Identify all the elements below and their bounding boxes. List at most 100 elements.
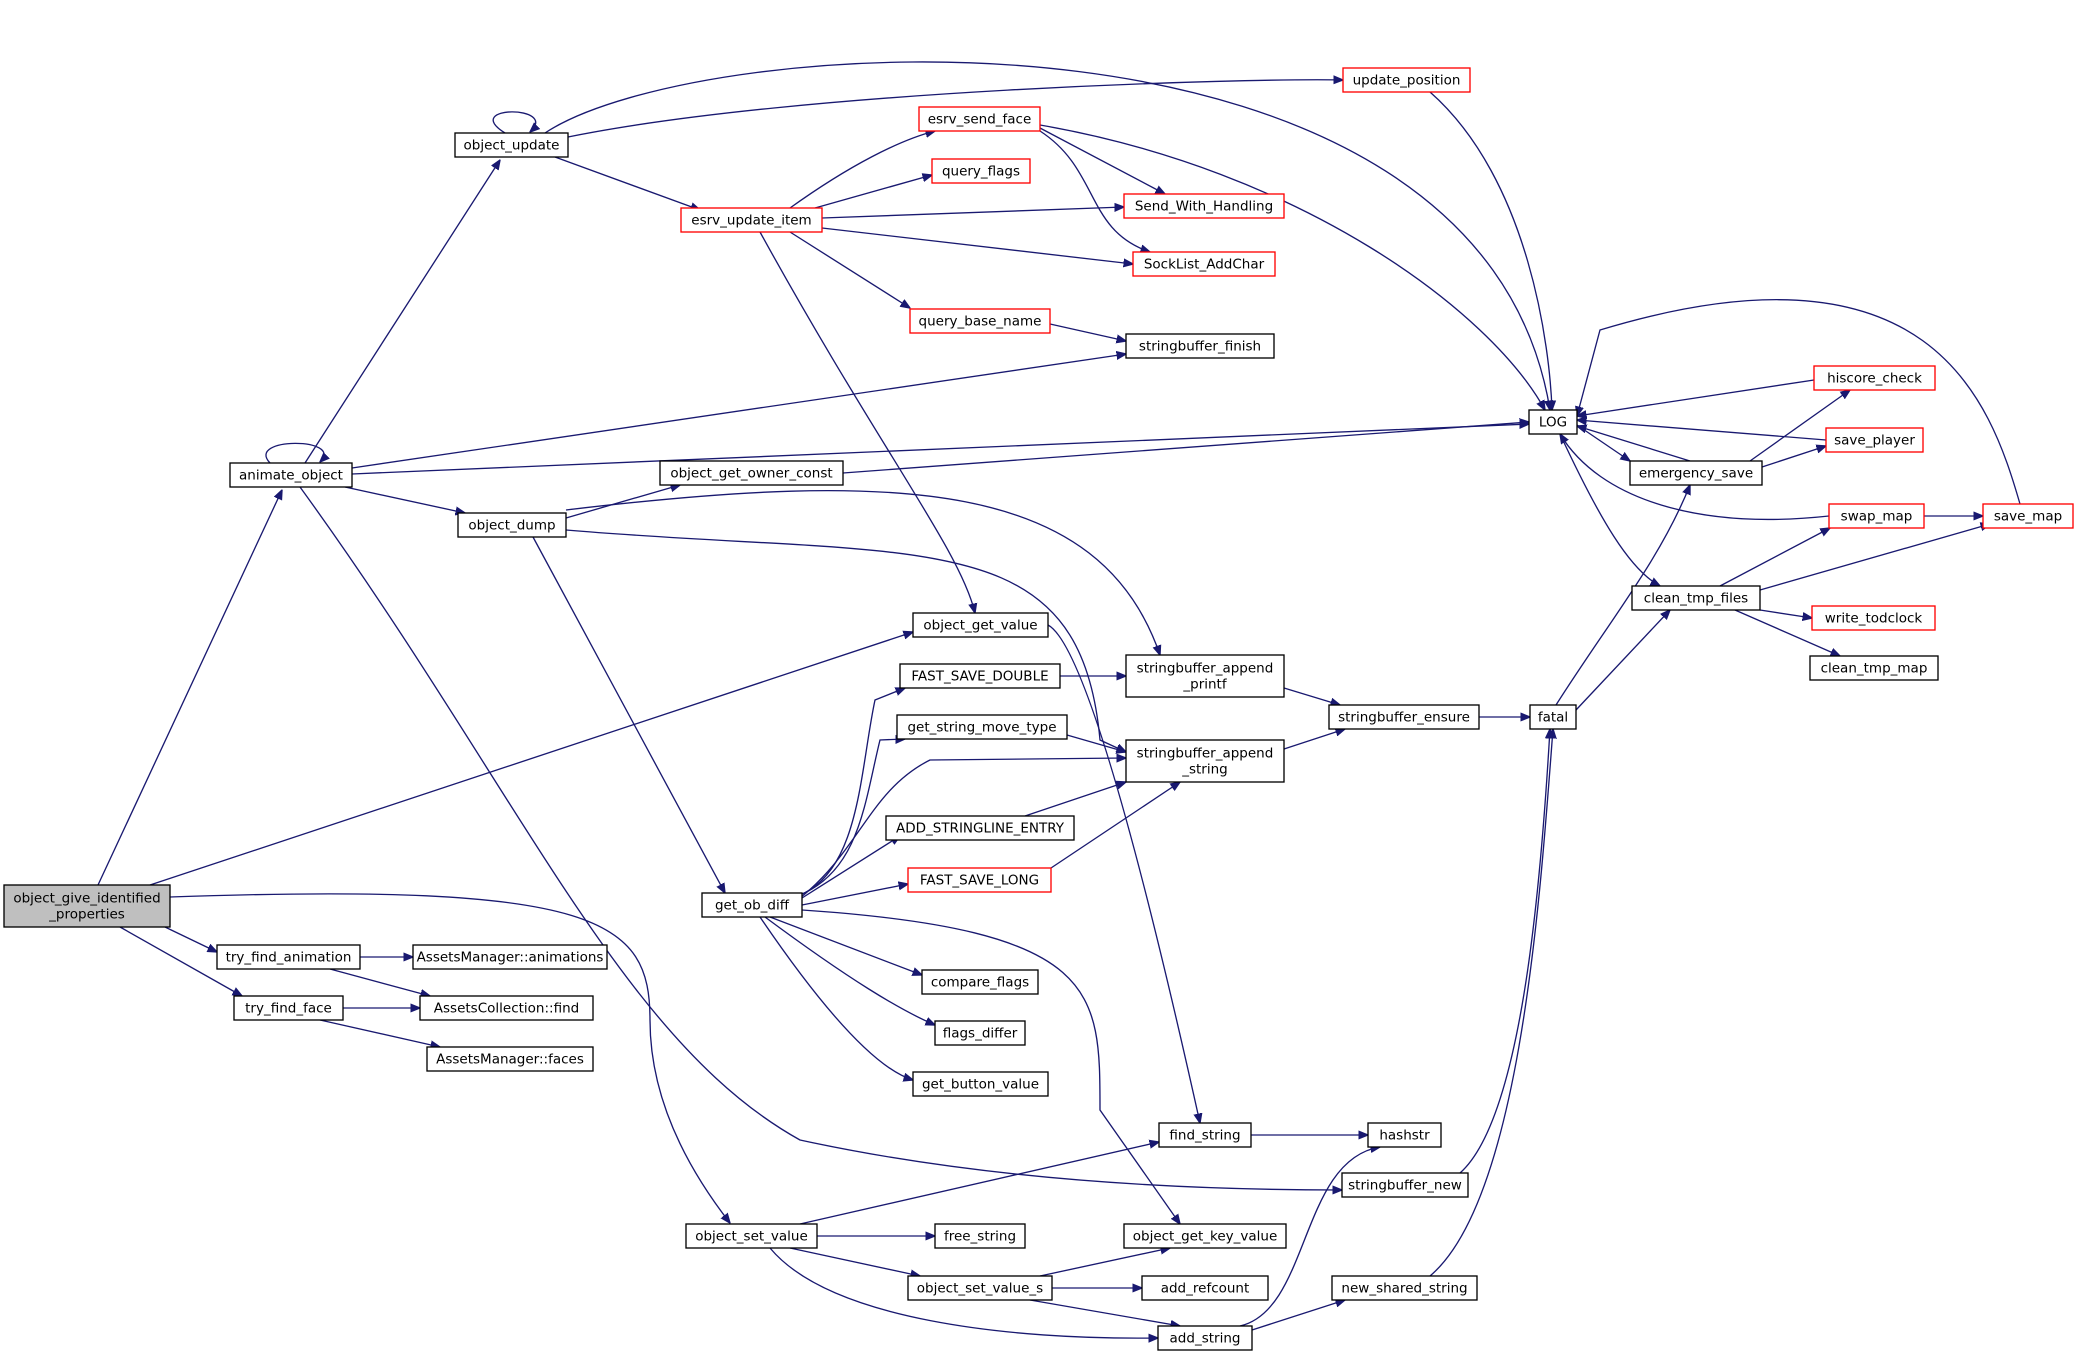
edge-esrv_send_face-to-socklist_addchar — [1039, 130, 1150, 252]
node-label: stringbuffer_append — [1137, 661, 1274, 677]
node-am-faces[interactable]: AssetsManager::faces — [426, 1046, 594, 1072]
node-free-string[interactable]: free_string — [934, 1223, 1026, 1249]
node-label: Send_With_Handling — [1135, 199, 1273, 215]
edge-object_update-to-update_position — [567, 80, 1343, 138]
node-object-dump[interactable]: object_dump — [457, 512, 567, 538]
node-clean-tmp-map[interactable]: clean_tmp_map — [1809, 655, 1939, 681]
node-compare-flags[interactable]: compare_flags — [921, 969, 1039, 995]
node-new-shared-string[interactable]: new_shared_string — [1331, 1275, 1478, 1301]
node-find-string[interactable]: find_string — [1158, 1122, 1252, 1148]
node-log[interactable]: LOG — [1528, 409, 1578, 435]
node-label: AssetsCollection::find — [434, 1001, 579, 1017]
edge-root-to-object_set_value — [169, 893, 730, 1223]
node-label: object_get_owner_const — [670, 466, 832, 482]
edge-object_get_owner_const-to-log — [842, 422, 1529, 474]
edge-get_ob_diff-to-add_stringline_entry — [801, 836, 900, 899]
node-object-get-owner-const[interactable]: object_get_owner_const — [659, 460, 844, 486]
node-box — [229, 462, 353, 488]
node-emergency-save[interactable]: emergency_save — [1629, 460, 1763, 486]
edge-emergency_save-to-save_player — [1761, 446, 1826, 468]
edge-root-to-try_find_animation — [164, 926, 217, 952]
node-box — [1811, 605, 1936, 631]
edge-animate_object-to-object_dump — [344, 486, 465, 513]
node-label: get_ob_diff — [715, 898, 790, 914]
edge-animate_object-to-animate_object — [265, 442, 324, 464]
node-fast-save-double[interactable]: FAST_SAVE_DOUBLE — [899, 663, 1061, 689]
node-hiscore-check[interactable]: hiscore_check — [1813, 365, 1936, 391]
node-object-set-value-s[interactable]: object_set_value_s — [907, 1275, 1053, 1301]
node-label: SockList_AddChar — [1144, 257, 1265, 273]
edge-esrv_send_face-to-log — [1039, 124, 1545, 410]
node-label: emergency_save — [1639, 466, 1753, 482]
node-box — [899, 663, 1061, 689]
node-label: get_string_move_type — [907, 720, 1056, 736]
node-object-get-value[interactable]: object_get_value — [912, 612, 1049, 638]
node-get-button-value[interactable]: get_button_value — [912, 1071, 1049, 1097]
node-hashstr[interactable]: hashstr — [1367, 1122, 1442, 1148]
node-box — [934, 1223, 1026, 1249]
node-fatal[interactable]: fatal — [1529, 704, 1577, 730]
node-root[interactable]: object_give_identified_properties — [3, 884, 171, 928]
node-socklist-addchar[interactable]: SockList_AddChar — [1132, 251, 1276, 277]
node-box — [1141, 1275, 1269, 1301]
node-save-map[interactable]: save_map — [1982, 503, 2074, 529]
node-box — [659, 460, 844, 486]
node-clean-tmp-files[interactable]: clean_tmp_files — [1631, 585, 1761, 611]
node-flags-differ[interactable]: flags_differ — [934, 1020, 1026, 1046]
node-label: fatal — [1538, 710, 1568, 726]
node-ac-find[interactable]: AssetsCollection::find — [419, 995, 594, 1021]
node-try-find-face[interactable]: try_find_face — [233, 995, 344, 1021]
node-esrv-update-item[interactable]: esrv_update_item — [680, 207, 823, 233]
node-box — [907, 1275, 1053, 1301]
node-label: stringbuffer_append — [1137, 746, 1274, 762]
node-get-string-move-type[interactable]: get_string_move_type — [896, 714, 1068, 740]
node-add-refcount[interactable]: add_refcount — [1141, 1275, 1269, 1301]
node-box — [3, 884, 171, 928]
node-query-flags[interactable]: query_flags — [931, 158, 1031, 184]
edge-esrv_update_item-to-esrv_send_face — [789, 131, 935, 209]
node-label: get_button_value — [922, 1077, 1039, 1093]
node-write-todclock[interactable]: write_todclock — [1811, 605, 1936, 631]
node-am-animations[interactable]: AssetsManager::animations — [412, 944, 608, 970]
edge-animate_object-to-stringbuffer_new — [299, 486, 1342, 1190]
node-label: update_position — [1353, 73, 1461, 89]
node-label: FAST_SAVE_LONG — [920, 873, 1039, 889]
node-box — [701, 892, 803, 918]
node-stringbuffer-ensure[interactable]: stringbuffer_ensure — [1328, 704, 1480, 730]
node-object-update[interactable]: object_update — [454, 132, 569, 158]
node-esrv-send-face[interactable]: esrv_send_face — [918, 106, 1041, 132]
node-add-string[interactable]: add_string — [1157, 1325, 1253, 1351]
node-sb-append-printf[interactable]: stringbuffer_append_printf — [1125, 654, 1285, 698]
node-box — [1123, 1223, 1287, 1249]
node-animate-object[interactable]: animate_object — [229, 462, 353, 488]
node-fast-save-long[interactable]: FAST_SAVE_LONG — [907, 867, 1052, 893]
node-get-ob-diff[interactable]: get_ob_diff — [701, 892, 803, 918]
node-add-stringline-entry[interactable]: ADD_STRINGLINE_ENTRY — [885, 815, 1075, 841]
edge-get_ob_diff-to-fast_save_double — [799, 688, 905, 896]
node-stringbuffer-new[interactable]: stringbuffer_new — [1341, 1172, 1469, 1198]
node-sb-append-string[interactable]: stringbuffer_append_string — [1125, 739, 1285, 783]
node-box — [1982, 503, 2074, 529]
node-update-position[interactable]: update_position — [1342, 67, 1471, 93]
node-send-with-handling[interactable]: Send_With_Handling — [1123, 193, 1285, 219]
node-save-player[interactable]: save_player — [1825, 427, 1924, 453]
edge-get_ob_diff-to-flags_differ — [764, 916, 935, 1025]
node-label: write_todclock — [1825, 611, 1923, 627]
node-stringbuffer-finish[interactable]: stringbuffer_finish — [1125, 333, 1275, 359]
node-object-set-value[interactable]: object_set_value — [685, 1223, 818, 1249]
edge-esrv_update_item-to-send_with_handling — [821, 207, 1124, 219]
edge-esrv_update_item-to-query_flags — [814, 175, 932, 209]
node-query-base-name[interactable]: query_base_name — [909, 308, 1051, 334]
node-box — [912, 612, 1049, 638]
edge-update_position-to-log — [1429, 91, 1552, 410]
node-box — [426, 1046, 594, 1072]
edge-get_ob_diff-to-compare_flags — [769, 916, 922, 975]
node-box — [680, 207, 823, 233]
node-label: try_find_animation — [226, 950, 352, 966]
node-box — [1813, 365, 1936, 391]
node-swap-map[interactable]: swap_map — [1828, 503, 1925, 529]
node-label: _properties — [48, 907, 125, 923]
node-object-get-key-value[interactable]: object_get_key_value — [1123, 1223, 1287, 1249]
node-try-find-animation[interactable]: try_find_animation — [216, 944, 361, 970]
